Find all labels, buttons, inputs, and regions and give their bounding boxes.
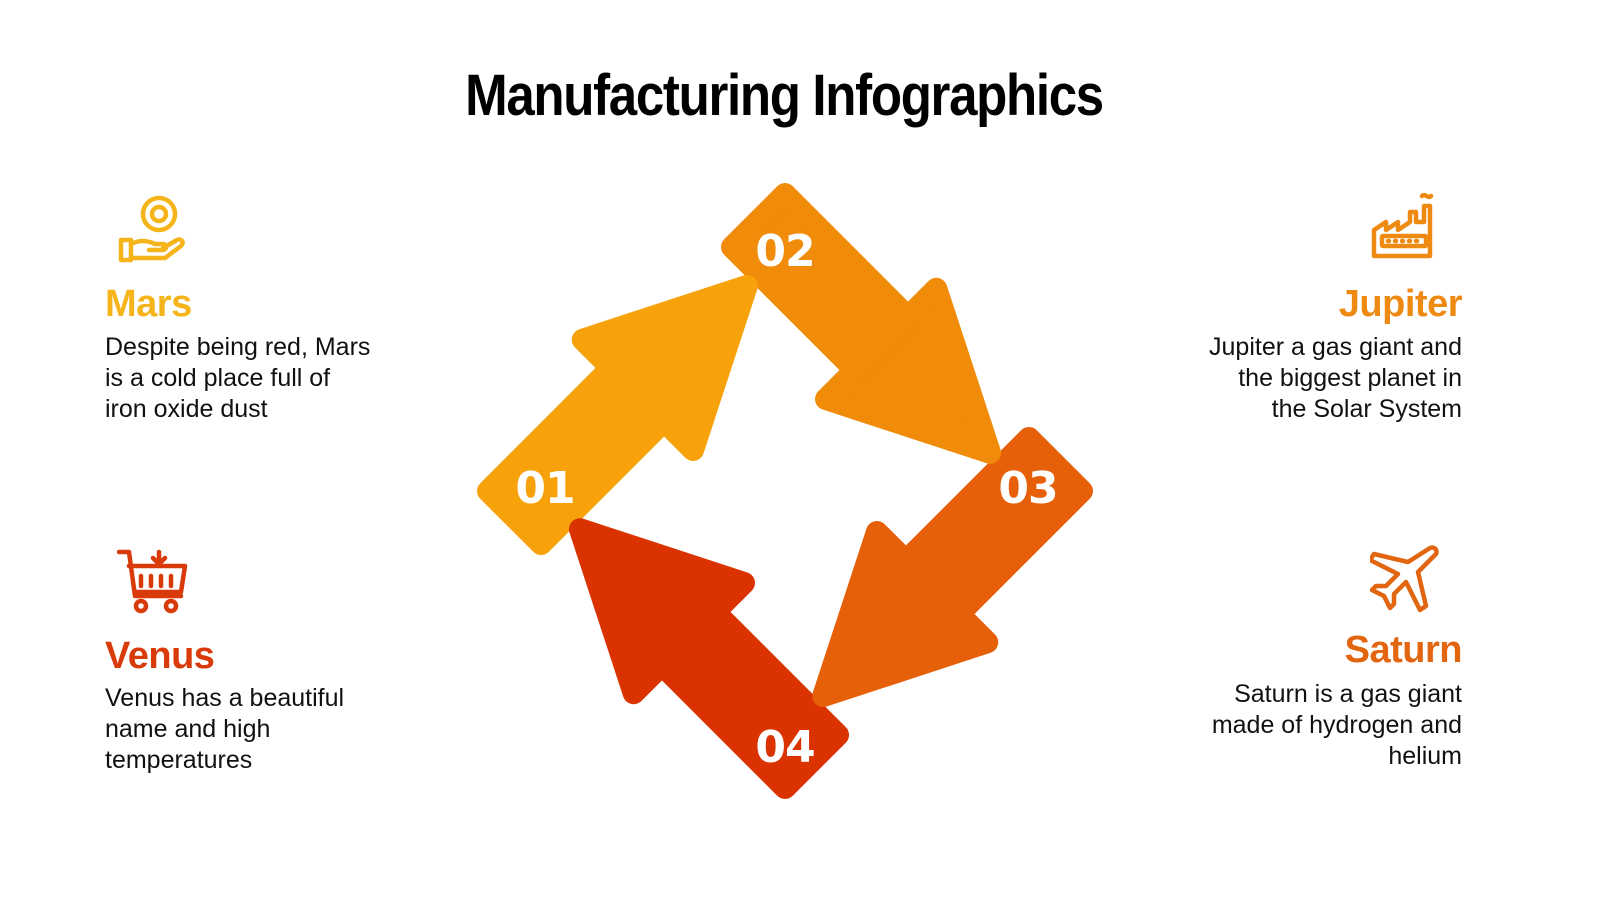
- page-title: Manufacturing Infographics: [465, 63, 1104, 128]
- step-number-04: 04: [755, 722, 814, 773]
- arrow-01-head: [571, 274, 758, 461]
- hand-holding-coin-icon: [118, 195, 185, 263]
- shopping-cart-icon: [117, 549, 188, 614]
- item-body-venus: Venus has a beautiful name and high temp…: [105, 684, 345, 774]
- step-number-03: 03: [998, 463, 1057, 514]
- arrow-03-head: [812, 521, 999, 708]
- arrow-02-head: [815, 277, 1002, 464]
- step-number-01: 01: [515, 463, 574, 514]
- item-body-saturn: Saturn is a gas giant made of hydrogen a…: [1211, 680, 1462, 770]
- item-heading-mars: Mars: [105, 283, 192, 325]
- factory-icon: [1371, 192, 1434, 259]
- item-heading-jupiter: Jupiter: [1338, 283, 1463, 325]
- airplane-icon: [1370, 545, 1439, 613]
- item-heading-venus: Venus: [105, 635, 215, 677]
- item-body-mars: Despite being red, Mars is a cold place …: [105, 333, 371, 423]
- arrow-04-head: [568, 518, 755, 705]
- item-body-jupiter: Jupiter a gas giant and the biggest plan…: [1209, 333, 1462, 423]
- item-heading-saturn: Saturn: [1344, 629, 1463, 671]
- step-number-02: 02: [755, 226, 814, 277]
